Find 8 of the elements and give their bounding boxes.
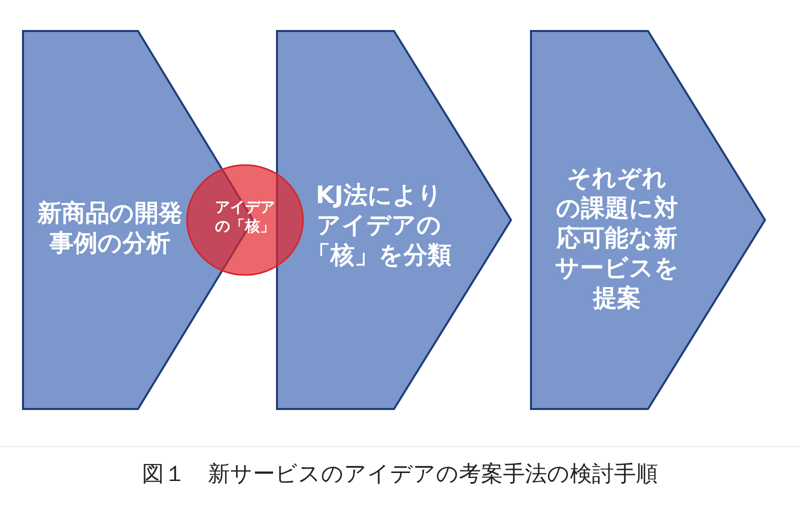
step-text: 新商品の開発事例の分析	[36, 198, 184, 258]
figure-caption: 図１ 新サービスのアイデアの考案手法の検討手順	[141, 461, 659, 489]
process-step-pentagon	[530, 30, 766, 410]
step-text: それぞれの課題に対応可能な新サービスを提案	[555, 163, 679, 313]
process-step-pentagon	[276, 30, 512, 410]
step-text: KJ法によりアイデアの「核」を分類	[306, 180, 452, 270]
highlight-circle	[186, 164, 304, 276]
circle-label: アイデアの「核」	[214, 198, 276, 236]
